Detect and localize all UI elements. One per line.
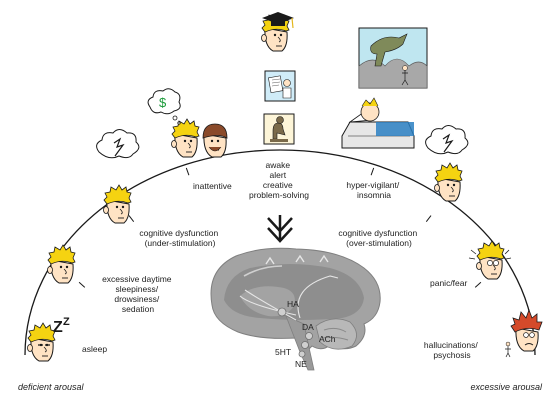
label-optimal-arousal: awake alert creative problem-solving xyxy=(249,160,309,200)
brain-label-ne: NE xyxy=(295,359,307,369)
panicked-person-icon xyxy=(468,240,512,280)
brain-label-ha: HA xyxy=(287,299,299,309)
double-down-arrow-icon xyxy=(267,215,293,243)
nightmare-scene-icon xyxy=(358,27,428,89)
label-excessive-arousal: excessive arousal xyxy=(470,382,543,392)
arc-tick xyxy=(370,167,375,176)
arc-tick xyxy=(474,281,482,288)
tiny-hallucination-figure-icon xyxy=(505,341,511,358)
brain-label-da: DA xyxy=(302,322,314,332)
label-deficient-arousal: deficient arousal xyxy=(18,382,85,392)
brain-node xyxy=(277,307,287,317)
storm-cloud-icon xyxy=(95,128,140,159)
frustrated-person-icon xyxy=(103,184,132,224)
arc-tick xyxy=(78,281,86,288)
storm-cloud-icon xyxy=(425,124,469,155)
arc-tick xyxy=(425,215,432,223)
psychotic-person-icon xyxy=(510,308,543,352)
label-panic-fear: panic/fear xyxy=(430,278,467,288)
sleeping-person-icon xyxy=(27,322,56,362)
brain-illustration xyxy=(210,247,381,371)
money-thought-bubble-icon: $ xyxy=(147,88,181,125)
sleep-z-icon: Z xyxy=(53,319,63,336)
arc-tick xyxy=(128,215,135,223)
brain-node xyxy=(298,350,306,358)
sleep-z-icon: Z xyxy=(63,316,70,328)
label-hyper-vigilant: hyper-vigilant/ insomnia xyxy=(346,180,401,200)
label-sedation: excessive daytime sleepiness/ drowsiness… xyxy=(102,274,174,314)
dollar-sign-icon: $ xyxy=(159,95,167,110)
person-in-bed-icon xyxy=(341,97,415,149)
distracted-person-icon xyxy=(171,118,200,158)
graduate-person-icon xyxy=(261,12,294,52)
thinker-statue-icon xyxy=(263,113,295,145)
label-under-stimulation: cognitive dysfunction (under-stimulation… xyxy=(139,228,220,248)
brain-node xyxy=(305,332,313,340)
arc-tick xyxy=(185,167,190,176)
brain-node xyxy=(301,341,309,349)
brain-label-5ht: 5HT xyxy=(275,347,291,357)
label-asleep: asleep xyxy=(82,344,107,354)
label-psychosis: hallucinations/ psychosis xyxy=(424,340,480,360)
presentation-icon xyxy=(264,70,296,102)
talking-person-icon xyxy=(202,123,228,158)
drowsy-person-icon xyxy=(47,244,76,284)
label-over-stimulation: cognitive dysfunction (over-stimulation) xyxy=(338,228,419,248)
label-inattentive: inattentive xyxy=(193,181,232,191)
brain-label-ach: ACh xyxy=(319,334,336,344)
anxious-person-icon xyxy=(434,162,463,202)
